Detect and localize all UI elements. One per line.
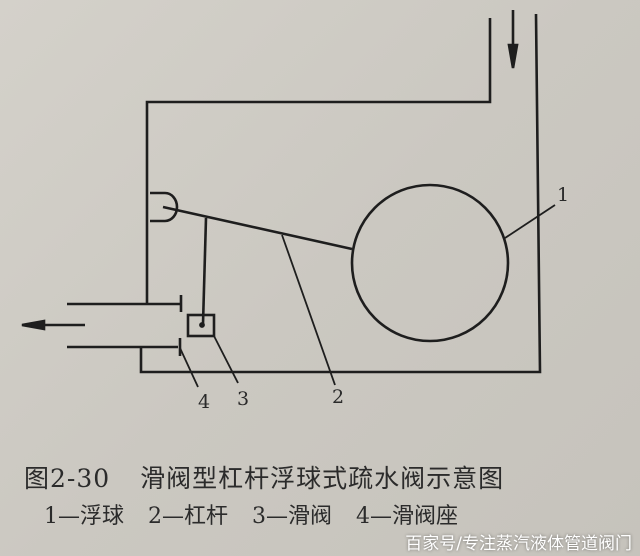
legend-item: 4—滑阀座 [356, 504, 458, 529]
lever-hinge [150, 191, 179, 223]
figure-caption: 图2-30 滑阀型杠杆浮球式疏水阀示意图 [24, 464, 504, 494]
part-label-slide-valve: 3 [237, 388, 250, 410]
legend-item: 1—浮球 [44, 504, 124, 529]
inlet-arrow-head [507, 43, 519, 69]
legend-item: 2—杠杆 [148, 504, 228, 529]
slide-valve [186, 313, 216, 338]
leader-2 [281, 234, 336, 386]
lever-arm [162, 205, 353, 251]
figure-number: 图2-30 [24, 464, 111, 493]
part-label-lever: 2 [332, 386, 345, 408]
legend-item: 3—滑阀 [252, 504, 332, 529]
valve-body-right-wall [139, 13, 542, 374]
slide-valve-pin [199, 322, 205, 328]
part-label-float: 1 [557, 184, 570, 206]
leader-1 [504, 204, 556, 239]
valve-body-outline [145, 18, 492, 303]
part-label-valve-seat: 4 [198, 391, 211, 413]
leader-3 [213, 335, 239, 384]
slide-valve-rod [201, 217, 208, 325]
figure-title: 滑阀型杠杆浮球式疏水阀示意图 [140, 464, 505, 493]
leader-4 [179, 347, 199, 388]
float-ball [350, 183, 510, 343]
parts-legend: 1—浮球 2—杠杆 3—滑阀 4—滑阀座 [44, 504, 482, 530]
watermark: 百家号/专注蒸汽液体管道阀门 [405, 534, 632, 554]
outlet-arrow-head [21, 319, 46, 331]
